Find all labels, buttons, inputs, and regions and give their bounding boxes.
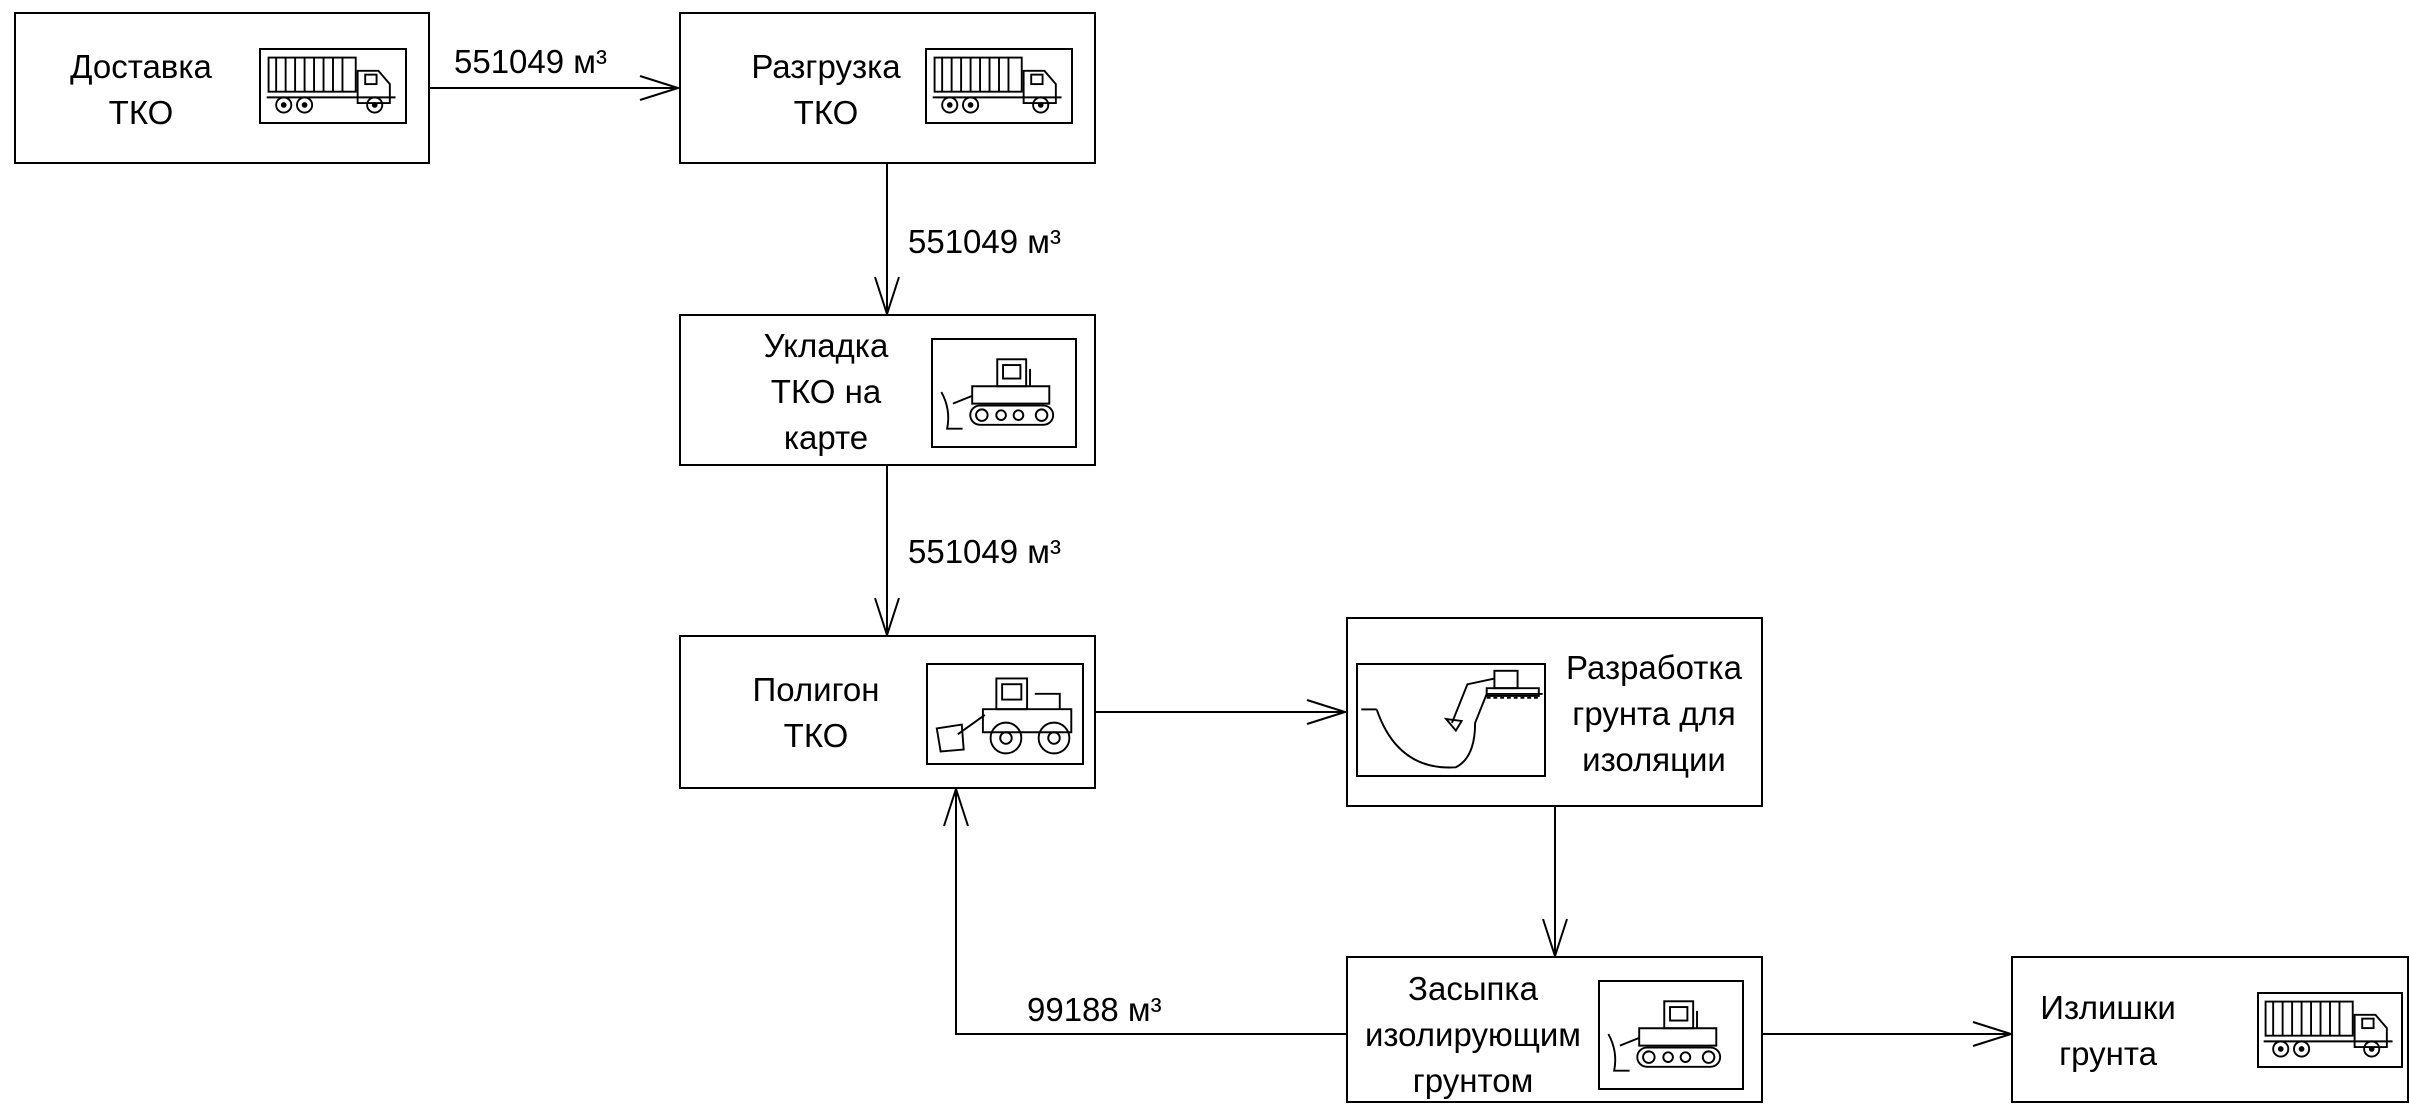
flow-label-unloading-placement: 551049 м³ xyxy=(908,222,1061,262)
node-surplus: Излишки грунта xyxy=(2011,956,2409,1103)
node-placement-line-2: ТКО на xyxy=(741,369,911,415)
node-excavation: Разработка грунта для изоляции xyxy=(1346,617,1763,807)
arrow-excavation-to-backfill xyxy=(1543,806,1567,956)
node-unloading-line-1: Разгрузка xyxy=(741,44,911,90)
node-landfill-line-2: ТКО xyxy=(731,713,901,759)
node-unloading: Разгрузка ТКО xyxy=(679,12,1096,164)
node-excavation-line-1: Разработка xyxy=(1548,645,1760,691)
node-surplus-line-1: Излишки xyxy=(2013,985,2203,1031)
dump-truck-icon-graphic xyxy=(927,50,1071,122)
node-backfill-line-2: изолирующим xyxy=(1348,1012,1598,1058)
node-backfill-line-1: Засыпка xyxy=(1348,966,1598,1012)
arrow-placement-to-landfill xyxy=(875,465,899,635)
arrow-landfill-to-excavation xyxy=(1096,700,1345,724)
node-delivery-line-2: ТКО xyxy=(36,90,246,136)
dump-truck-icon xyxy=(259,48,407,124)
arrow-unloading-to-placement xyxy=(875,162,899,314)
bulldozer-icon xyxy=(1598,980,1744,1090)
node-landfill-line-1: Полигон xyxy=(731,667,901,713)
flow-label-placement-landfill: 551049 м³ xyxy=(908,532,1061,572)
excavator-pit-icon xyxy=(1356,663,1546,777)
arrow-backfill-to-surplus xyxy=(1763,1022,2011,1046)
dump-truck-icon xyxy=(925,48,1073,124)
node-backfill: Засыпка изолирующим грунтом xyxy=(1346,956,1763,1103)
bulldozer-icon-graphic xyxy=(1600,982,1742,1088)
node-surplus-line-2: грунта xyxy=(2013,1031,2203,1077)
flow-label-backfill-landfill: 99188 м³ xyxy=(1027,990,1162,1030)
flow-label-delivery-unloading: 551049 м³ xyxy=(454,42,607,82)
excavator-pit-icon-graphic xyxy=(1358,665,1544,775)
wheel-loader-icon xyxy=(926,663,1084,765)
node-excavation-line-3: изоляции xyxy=(1548,737,1760,783)
dump-truck-icon-graphic xyxy=(261,50,405,122)
node-delivery-line-1: Доставка xyxy=(36,44,246,90)
bulldozer-icon-graphic xyxy=(933,340,1075,446)
node-unloading-line-2: ТКО xyxy=(741,90,911,136)
node-placement-line-3: карте xyxy=(741,415,911,461)
bulldozer-icon xyxy=(931,338,1077,448)
node-landfill: Полигон ТКО xyxy=(679,635,1096,789)
node-backfill-line-3: грунтом xyxy=(1348,1058,1598,1104)
node-placement: Укладка ТКО на карте xyxy=(679,314,1096,466)
dump-truck-icon xyxy=(2257,992,2403,1068)
node-delivery: Доставка ТКО xyxy=(14,12,430,164)
node-excavation-line-2: грунта для xyxy=(1548,691,1760,737)
wheel-loader-icon-graphic xyxy=(928,665,1082,763)
dump-truck-icon-graphic xyxy=(2259,994,2401,1066)
node-placement-line-1: Укладка xyxy=(741,323,911,369)
